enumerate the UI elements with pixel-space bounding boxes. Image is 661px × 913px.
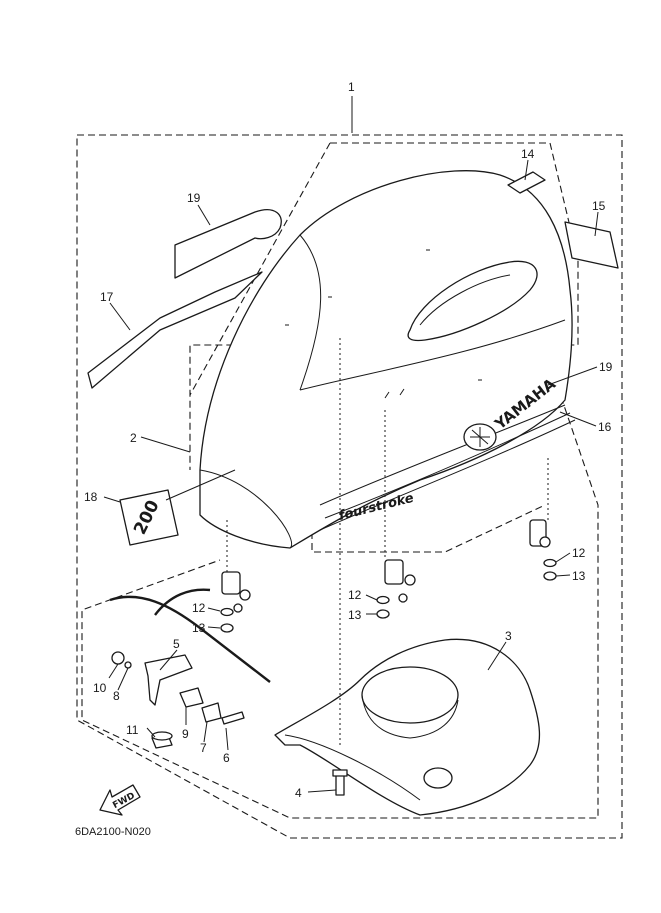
- washers-nuts: [220, 558, 557, 633]
- decal-18-badge: 200: [119, 489, 179, 546]
- callout-12c: 12: [572, 546, 586, 560]
- callout-13b: 13: [348, 608, 362, 622]
- callout-17: 17: [100, 290, 114, 304]
- fwd-arrow-icon: FWD: [99, 784, 141, 816]
- callout-14: 14: [521, 147, 535, 161]
- callout-8: 8: [113, 689, 120, 703]
- top-cowling: YAMAHA fourstroke: [199, 170, 576, 549]
- callout-18: 18: [84, 490, 98, 504]
- callout-12b: 12: [348, 588, 362, 602]
- callout-6: 6: [223, 751, 230, 765]
- figure-code: 6DA2100-N020: [75, 826, 151, 838]
- yamaha-emblem-icon: [463, 423, 497, 451]
- callout-19b: 19: [599, 360, 613, 374]
- callout-5: 5: [173, 637, 180, 651]
- latch-left: [221, 571, 251, 613]
- callout-15: 15: [592, 199, 606, 213]
- callout-7: 7: [200, 741, 207, 755]
- bottom-cowling: [274, 638, 541, 816]
- callout-13a: 13: [192, 621, 206, 635]
- callout-16: 16: [598, 420, 612, 434]
- leader-lines: [103, 96, 599, 793]
- alignment-lines: [226, 338, 549, 745]
- callout-2: 2: [130, 431, 137, 445]
- callout-10: 10: [93, 681, 107, 695]
- callout-9: 9: [182, 727, 189, 741]
- callout-4: 4: [295, 786, 302, 800]
- callout-3: 3: [505, 629, 512, 643]
- decal-14: [507, 171, 546, 194]
- callout-numbers: 1 2 3 4 5 6 7 8 9 10 11 12 12 12 13 13 1…: [84, 80, 613, 800]
- decal-17: [87, 271, 263, 389]
- decal-15: [564, 221, 619, 269]
- latch-center: [384, 559, 416, 603]
- bolt-4: [332, 769, 348, 796]
- callout-19a: 19: [187, 191, 201, 205]
- callout-11: 11: [126, 723, 139, 737]
- callout-1: 1: [348, 80, 355, 94]
- assembly-boundary: [76, 134, 623, 839]
- latch-detail-group: [109, 588, 271, 749]
- latch-right: [529, 519, 551, 548]
- callout-12a: 12: [192, 601, 206, 615]
- decal-19-upper: [174, 209, 282, 279]
- callout-13c: 13: [572, 569, 586, 583]
